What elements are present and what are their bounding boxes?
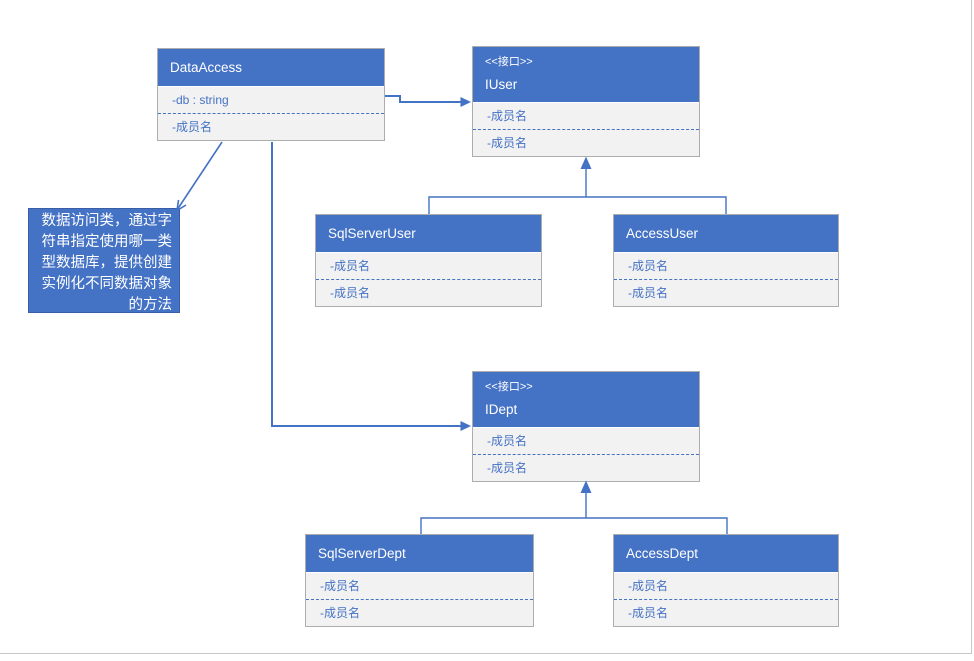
attribute-row: -成员名 bbox=[473, 103, 699, 130]
attribute-row: -成员名 bbox=[628, 286, 668, 300]
class-title: IDept bbox=[485, 402, 518, 417]
class-title: AccessUser bbox=[626, 226, 699, 241]
stereotype-label: <<接口>> bbox=[485, 56, 533, 68]
interface-idept-header: <<接口>> IDept bbox=[473, 372, 699, 428]
attribute-row: -成员名 bbox=[172, 120, 212, 134]
attribute-row: -成员名 bbox=[316, 253, 541, 280]
attribute-row: -成员名 bbox=[320, 606, 360, 620]
class-dataaccess-header: DataAccess bbox=[158, 49, 384, 87]
class-sqlserverdept[interactable]: SqlServerDept -成员名 -成员名 bbox=[305, 534, 534, 627]
attribute-row: -成员名 bbox=[306, 573, 533, 600]
connector-dataaccess-note[interactable] bbox=[175, 141, 223, 213]
note-text: 数据访问类，通过字符串指定使用哪一类型数据库，提供创建实例化不同数据对象的方法 bbox=[41, 213, 173, 313]
class-accessdept[interactable]: AccessDept -成员名 -成员名 bbox=[613, 534, 839, 627]
interface-idept[interactable]: <<接口>> IDept -成员名 -成员名 bbox=[472, 371, 700, 482]
attribute-row: -成员名 bbox=[614, 253, 838, 280]
attribute-row: -成员名 bbox=[628, 606, 668, 620]
class-accessdept-header: AccessDept bbox=[614, 535, 838, 573]
class-sqlserverdept-header: SqlServerDept bbox=[306, 535, 533, 573]
attribute-row: -成员名 bbox=[487, 461, 527, 475]
interface-iuser-header: <<接口>> IUser bbox=[473, 47, 699, 103]
class-title: SqlServerDept bbox=[318, 546, 406, 561]
connector-dataaccess-iuser[interactable] bbox=[385, 95, 471, 107]
attribute-row: -成员名 bbox=[487, 136, 527, 150]
attribute-row: -成员名 bbox=[614, 573, 838, 600]
interface-iuser[interactable]: <<接口>> IUser -成员名 -成员名 bbox=[472, 46, 700, 157]
inheritance-depts-idept[interactable] bbox=[420, 480, 728, 535]
class-title: DataAccess bbox=[170, 60, 243, 75]
inheritance-users-iuser[interactable] bbox=[428, 156, 727, 215]
attribute-row: -成员名 bbox=[473, 428, 699, 455]
class-sqlserveruser[interactable]: SqlServerUser -成员名 -成员名 bbox=[315, 214, 542, 307]
attribute-row: -db : string bbox=[158, 87, 384, 114]
class-title: IUser bbox=[485, 77, 518, 92]
stereotype-label: <<接口>> bbox=[485, 381, 533, 393]
attribute-row: -成员名 bbox=[330, 286, 370, 300]
class-accessuser[interactable]: AccessUser -成员名 -成员名 bbox=[613, 214, 839, 307]
class-dataaccess[interactable]: DataAccess -db : string -成员名 bbox=[157, 48, 385, 141]
class-title: AccessDept bbox=[626, 546, 699, 561]
class-sqlserveruser-header: SqlServerUser bbox=[316, 215, 541, 253]
note-dataaccess-comment[interactable]: 数据访问类，通过字符串指定使用哪一类型数据库，提供创建实例化不同数据对象的方法 bbox=[28, 208, 180, 313]
class-accessuser-header: AccessUser bbox=[614, 215, 838, 253]
class-title: SqlServerUser bbox=[328, 226, 416, 241]
